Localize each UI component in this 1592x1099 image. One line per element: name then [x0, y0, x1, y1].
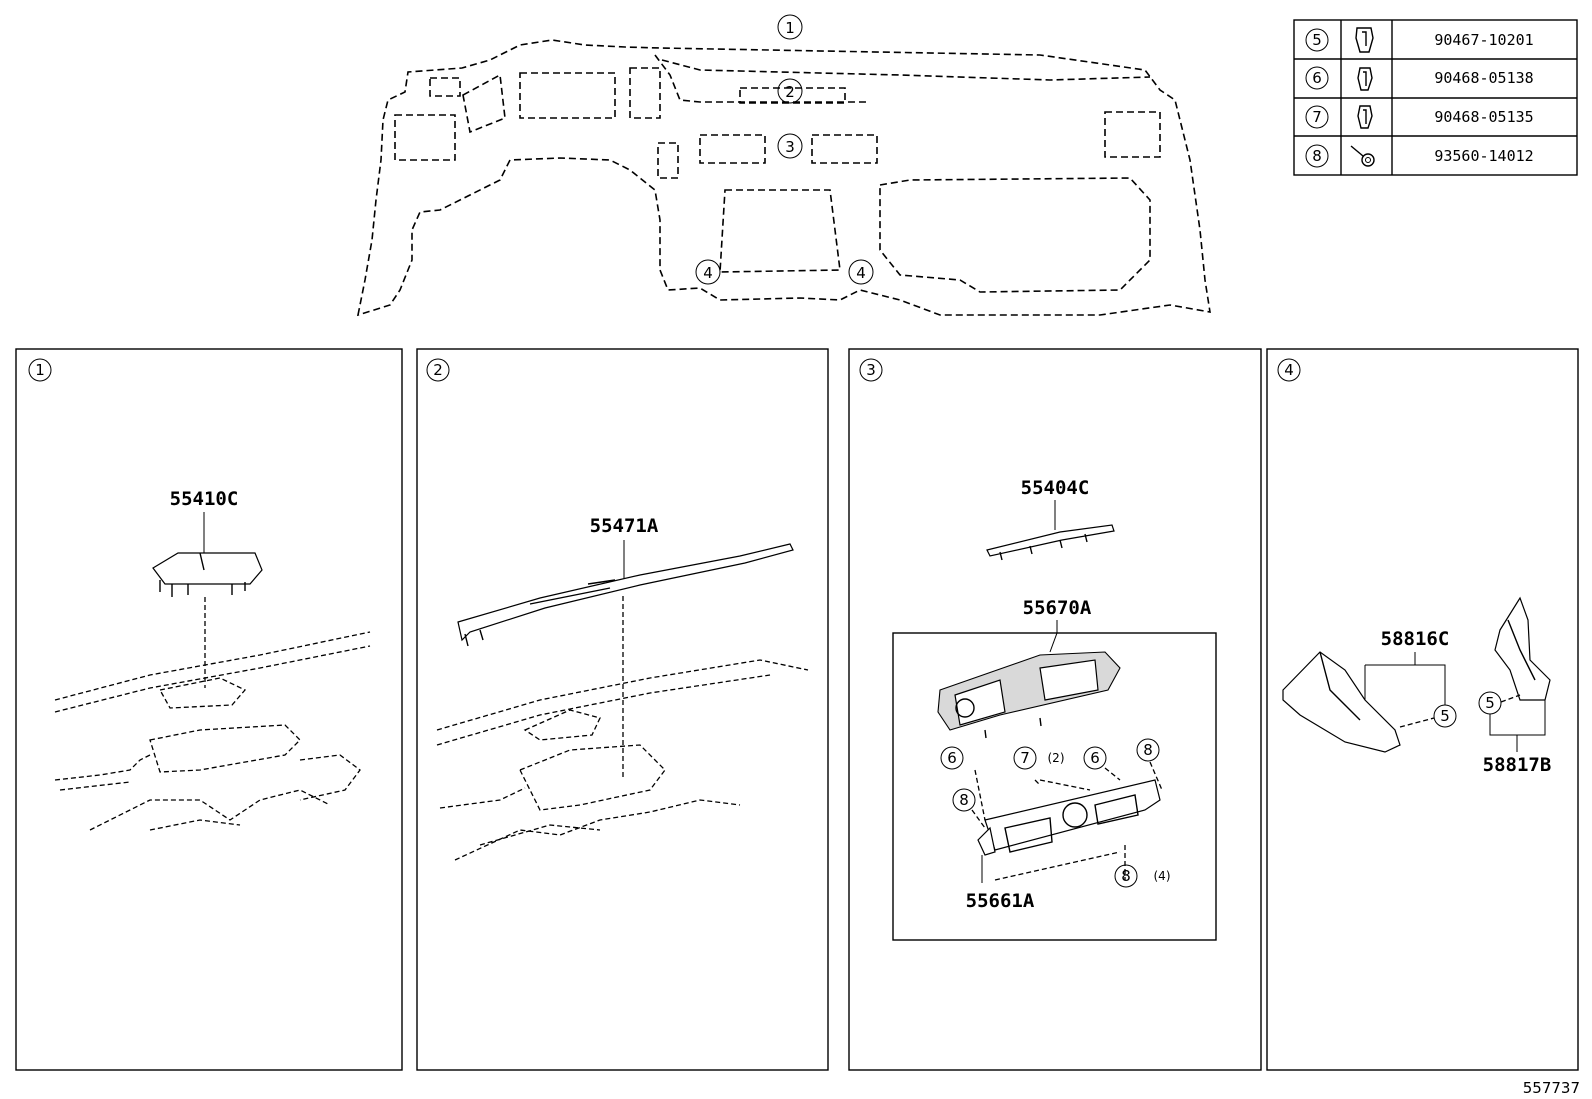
panel-3-callout-8c: 8 [1121, 867, 1131, 885]
panel-3-callout-8a: 8 [1143, 741, 1153, 759]
table-row-ref-7: 7 [1312, 108, 1322, 126]
part-label-58817B: 58817B [1483, 754, 1552, 776]
table-part-number: 93560-14012 [1434, 147, 1533, 165]
table-row-ref-8: 8 [1312, 147, 1322, 165]
panel-1: 1 55410C [15, 348, 403, 1071]
table-part-number: 90467-10201 [1434, 31, 1533, 49]
panel-1-ref: 1 [35, 361, 45, 379]
panel-4-callout-5a: 5 [1440, 707, 1450, 725]
panel-2-ref: 2 [433, 361, 443, 379]
part-55404C [986, 524, 1115, 561]
panel-3-callout-6a: 6 [947, 749, 957, 767]
table-row-ref-5: 5 [1312, 31, 1322, 49]
panel-3-callout-7: 7 [1020, 749, 1030, 767]
part-58817B [1494, 596, 1551, 701]
part-55471A [457, 543, 794, 647]
table-row-ref-6: 6 [1312, 69, 1322, 87]
diagram-id: 557737 [1523, 1079, 1580, 1097]
dashboard-overview: 1 2 3 4 4 [356, 14, 1211, 317]
part-label-55410C: 55410C [170, 488, 239, 510]
clip-icon [1355, 27, 1374, 53]
clip-icon [1357, 67, 1373, 91]
panel-4-ref: 4 [1284, 361, 1294, 379]
part-55661A [977, 779, 1161, 856]
part-label-55661A: 55661A [966, 890, 1035, 912]
overview-callout-2: 2 [785, 83, 795, 101]
part-label-55670A: 55670A [1023, 597, 1092, 619]
part-label-58816C: 58816C [1381, 628, 1450, 650]
table-part-number: 90468-05138 [1434, 69, 1533, 87]
part-label-55404C: 55404C [1021, 477, 1090, 499]
panel-4-callout-5b: 5 [1485, 694, 1495, 712]
overview-callout-3: 3 [785, 138, 795, 156]
clip-icon [1357, 105, 1373, 129]
panel-3-callout-8b: 8 [959, 791, 969, 809]
overview-callout-4b: 4 [856, 264, 866, 282]
panel-4: 4 58816C 5 5 58817B [1266, 348, 1579, 1071]
panel-3-ref: 3 [866, 361, 876, 379]
panel-3-callout-6b: 6 [1090, 749, 1100, 767]
overview-callout-4a: 4 [703, 264, 713, 282]
panel-3-qty-2: (2) [1048, 751, 1065, 765]
part-label-55471A: 55471A [590, 515, 659, 537]
table-part-number: 90468-05135 [1434, 108, 1533, 126]
part-55410C [152, 552, 263, 597]
panel-3-qty-4: (4) [1154, 869, 1171, 883]
panel-2: 2 55471A [416, 348, 829, 1071]
screw-icon [1350, 145, 1375, 167]
fastener-table: 5 90467-10201 6 90468-05138 7 90468-0513… [1293, 19, 1578, 176]
overview-callout-1: 1 [785, 19, 795, 37]
part-58816C [1282, 651, 1401, 753]
panel-3: 3 55404C 55670A 6 7 (2) [848, 348, 1262, 1071]
part-55670A [937, 651, 1121, 739]
